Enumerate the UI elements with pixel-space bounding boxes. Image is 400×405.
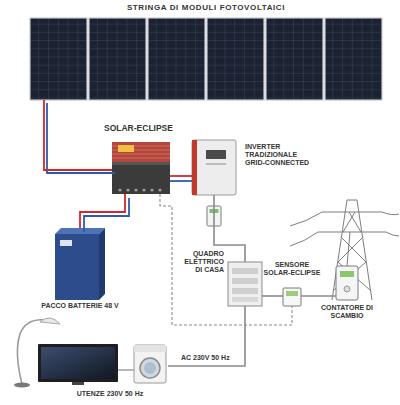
positive-cable — [44, 100, 112, 170]
television — [38, 344, 118, 385]
television — [72, 382, 84, 385]
pv-panels — [148, 18, 205, 100]
pv-panels — [30, 18, 382, 100]
pv-panels — [266, 18, 323, 100]
cable — [170, 176, 192, 181]
solar-eclipse-device — [118, 188, 121, 191]
solar-eclipse-device — [134, 188, 137, 191]
floor-lamp — [40, 318, 60, 324]
battery-device — [55, 228, 105, 234]
washing-machine — [134, 345, 166, 352]
inverter-device — [192, 140, 236, 195]
house-panel-device — [228, 262, 262, 306]
ac-cable — [262, 295, 283, 297]
exchange-meter-device — [336, 266, 358, 300]
pv-panels — [89, 18, 146, 100]
grid-inverter: INVERTER TRADIZIONALE GRID-CONNECTED — [192, 140, 236, 195]
exchange-meter-device — [340, 271, 354, 277]
solar-eclipse-device — [112, 162, 170, 194]
battery-pack: PACCO BATTERIE 48 V — [55, 228, 105, 300]
eclipse-sensor: SENSORE SOLAR-ECLIPSE — [283, 288, 301, 306]
solar-eclipse-device — [126, 188, 129, 191]
house-panel-device — [228, 262, 262, 306]
negative-cable — [170, 180, 192, 182]
positive-cable — [170, 175, 192, 177]
house-panel-device — [232, 278, 258, 284]
sensor-device — [283, 288, 301, 306]
house-panel-device — [232, 288, 258, 294]
pv-panels — [207, 18, 264, 100]
cable — [301, 296, 336, 297]
solar-eclipse-device — [142, 188, 145, 191]
negative-cable — [84, 198, 129, 232]
pv-panels — [325, 18, 382, 100]
power-pylon — [318, 212, 386, 232]
house-panel-device — [232, 268, 258, 274]
solar-eclipse-device — [150, 188, 153, 191]
battery-device — [55, 228, 105, 300]
power-pylon — [347, 232, 350, 266]
cable — [262, 296, 283, 297]
device-label: SENSORE SOLAR-ECLIPSE — [261, 261, 323, 277]
washing-machine — [144, 362, 156, 374]
device-label: QUADRO ELETTRICO DI CASA — [176, 250, 224, 274]
washing-machine — [118, 369, 134, 370]
television — [38, 344, 118, 382]
appliances: UTENZE 230V 50 Hz — [10, 312, 168, 388]
ac-cable — [301, 295, 336, 297]
edge-label: AC 230V 50 Hz — [180, 354, 231, 362]
washing-machine — [134, 345, 166, 383]
device-label: PACCO BATTERIE 48 V — [25, 302, 135, 310]
solar-eclipse-device — [118, 145, 134, 152]
washing-machine — [118, 345, 166, 383]
washing-machine — [140, 358, 160, 378]
solar-eclipse-device — [158, 188, 161, 191]
power-pylon — [290, 200, 399, 300]
battery-device — [99, 228, 105, 300]
device-label: SOLAR-ECLIPSE — [104, 124, 184, 134]
device-label: INVERTER TRADIZIONALE GRID-CONNECTED — [245, 143, 313, 167]
solar-eclipse-unit: SOLAR-ECLIPSE — [112, 142, 170, 194]
cable — [80, 194, 129, 232]
floor-lamp — [14, 383, 30, 388]
television — [41, 347, 115, 379]
house-panel-device — [232, 297, 258, 302]
cable — [44, 100, 115, 173]
sensor-device — [283, 288, 301, 306]
signal-line — [160, 194, 292, 325]
cable — [168, 306, 245, 366]
inverter-device — [206, 150, 226, 159]
device-label: CONTATORE DI SCAMBIO — [314, 304, 380, 320]
pv-panels — [30, 18, 87, 100]
solar-eclipse-device — [112, 142, 170, 162]
power-pylon — [290, 212, 399, 246]
power-pylon — [332, 200, 372, 300]
pv-string: STRINGA DI MODULI FOTOVOLTAICI — [30, 18, 382, 100]
exchange-meter-device — [344, 286, 350, 292]
positive-cable — [80, 194, 125, 228]
inverter-device — [192, 140, 197, 195]
device-label: UTENZE 230V 50 Hz — [50, 390, 170, 398]
house-panel: QUADRO ELETTRICO DI CASA — [228, 262, 262, 306]
exchange-meter: CONTATORE DI SCAMBIO — [336, 266, 358, 300]
inverter-device — [206, 163, 226, 165]
negative-cable — [47, 103, 115, 173]
battery-device — [60, 240, 72, 246]
signal-link — [160, 194, 292, 325]
ac-cable — [168, 306, 245, 366]
sensor-device — [286, 291, 298, 296]
inverter-device — [192, 140, 236, 195]
solar-eclipse-device — [112, 146, 170, 158]
solar-eclipse-device — [112, 162, 170, 165]
exchange-meter-device — [336, 266, 358, 300]
battery-device — [55, 234, 99, 300]
solar-eclipse-device — [112, 142, 170, 194]
device-label: STRINGA DI MODULI FOTOVOLTAICI — [30, 3, 382, 12]
